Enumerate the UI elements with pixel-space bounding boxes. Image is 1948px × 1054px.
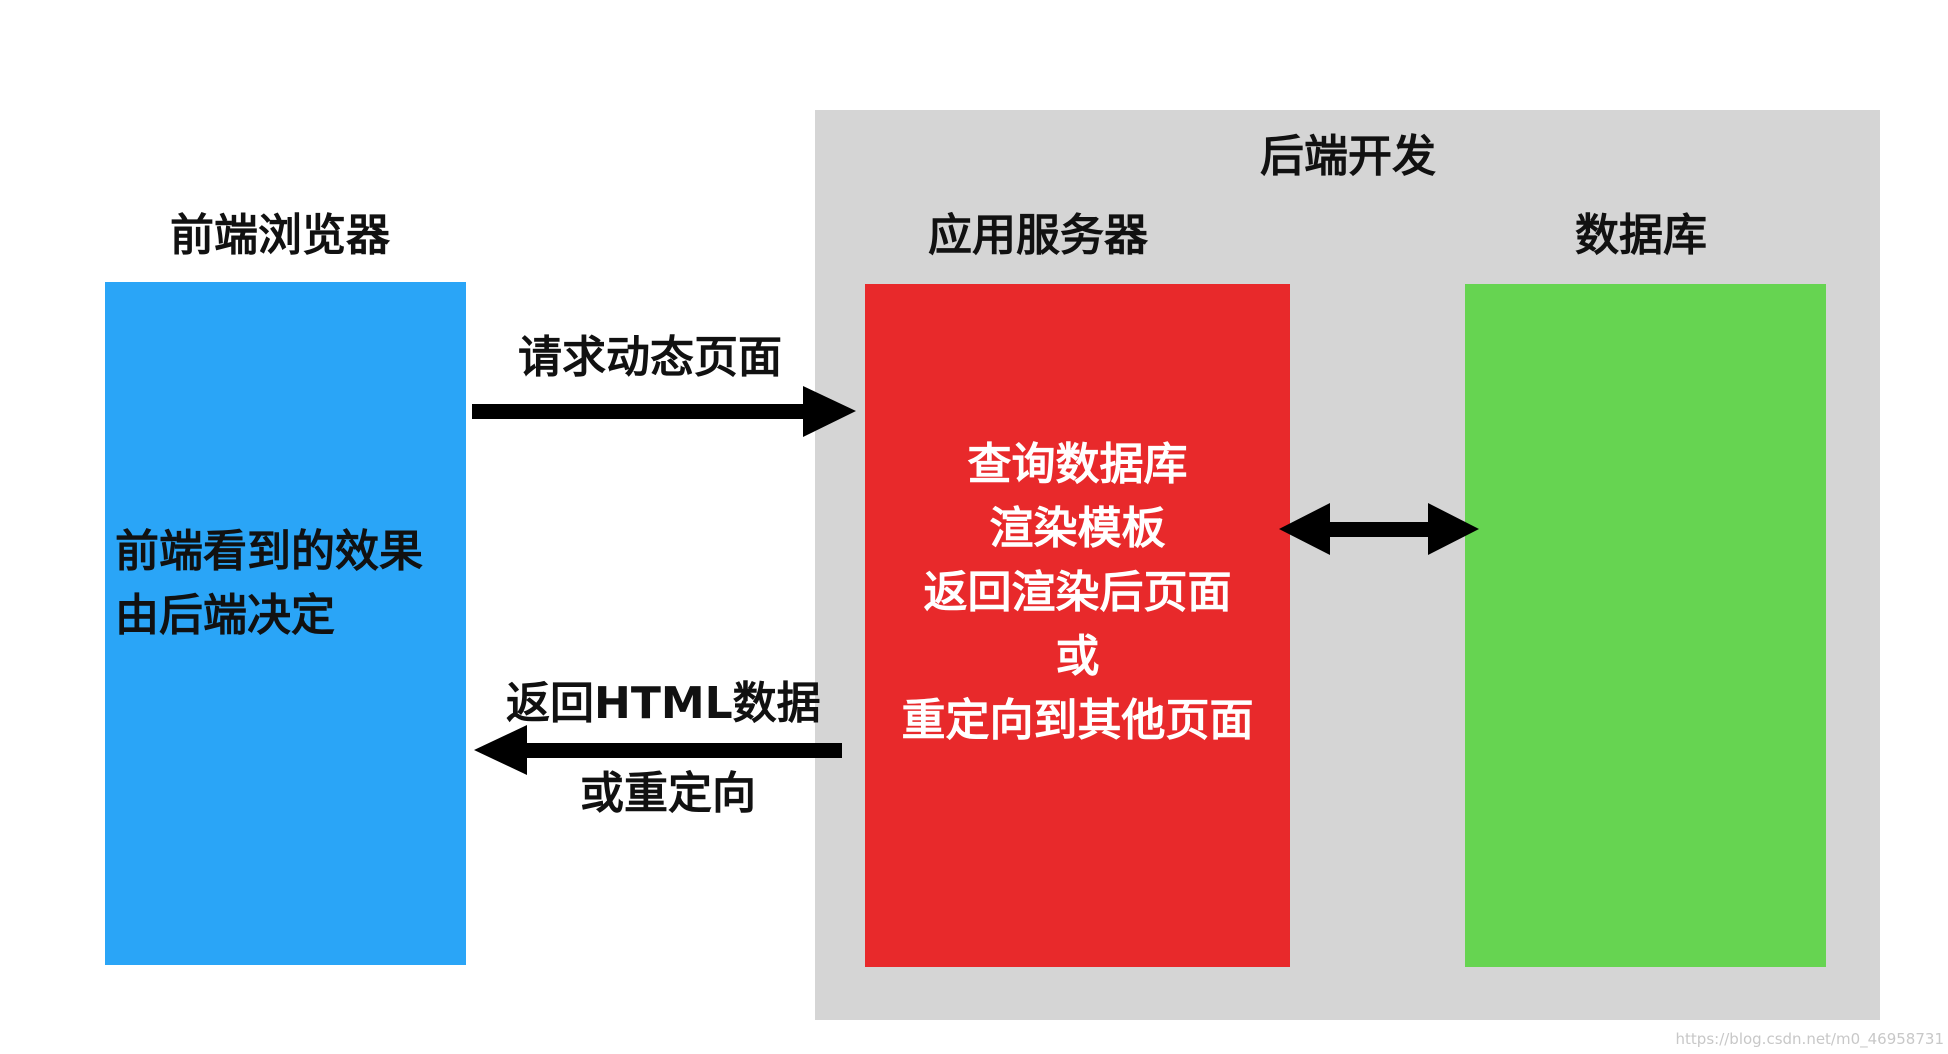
browser-description: 前端看到的效果 由后端决定 bbox=[115, 520, 460, 648]
request-arrow bbox=[472, 386, 856, 437]
server-text-line-4: 或 bbox=[1055, 631, 1100, 682]
server-title: 应用服务器 bbox=[928, 210, 1148, 261]
browser-text-line-2: 由后端决定 bbox=[115, 590, 335, 641]
browser-text-line-1: 前端看到的效果 bbox=[115, 526, 423, 577]
backend-title: 后端开发 bbox=[1260, 131, 1436, 182]
response-arrow bbox=[474, 725, 842, 775]
database-box bbox=[1465, 284, 1826, 967]
response-label-line2: 或重定向 bbox=[580, 768, 756, 819]
database-title: 数据库 bbox=[1575, 210, 1707, 261]
bidirectional-arrow bbox=[1279, 503, 1479, 555]
server-text-line-5: 重定向到其他页面 bbox=[901, 695, 1254, 746]
response-label-line1: 返回HTML数据 bbox=[506, 678, 821, 729]
server-description: 查询数据库 渲染模板 返回渲染后页面 或 重定向到其他页面 bbox=[865, 433, 1290, 753]
server-text-line-3: 返回渲染后页面 bbox=[923, 567, 1232, 618]
request-label: 请求动态页面 bbox=[518, 332, 782, 383]
server-text-line-1: 查询数据库 bbox=[967, 439, 1188, 490]
watermark: https://blog.csdn.net/m0_46958731 bbox=[1675, 1030, 1944, 1048]
server-box bbox=[865, 284, 1290, 967]
browser-box bbox=[105, 282, 466, 965]
browser-title: 前端浏览器 bbox=[170, 210, 390, 261]
server-text-line-2: 渲染模板 bbox=[989, 503, 1166, 554]
